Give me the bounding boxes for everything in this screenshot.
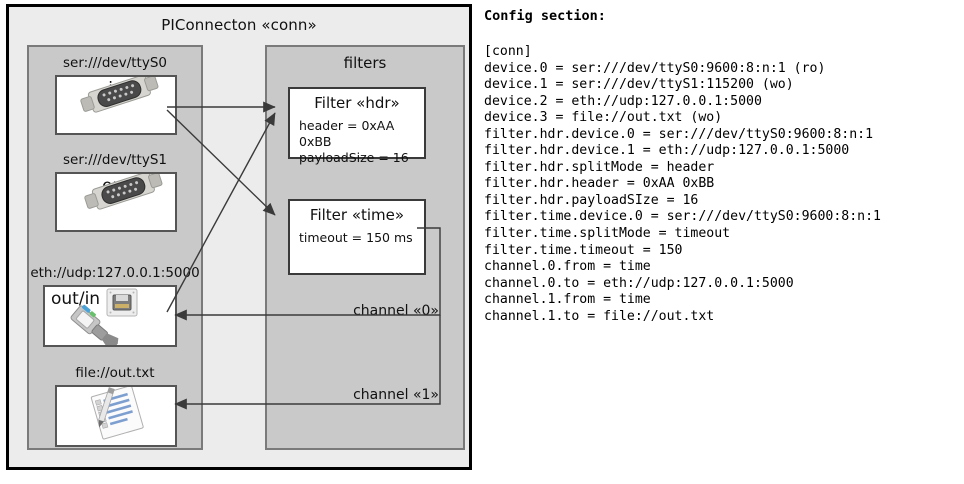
text-document-icon (57, 387, 175, 445)
device-label-eth: eth://udp:127.0.0.1:5000 (30, 265, 200, 281)
config-line: channel.1.to = file://out.txt (484, 308, 715, 324)
device-box-eth[interactable]: out/in (43, 285, 177, 347)
filter-box-hdr[interactable]: Filter «hdr» header = 0xAA 0xBB payloadS… (288, 87, 426, 165)
config-line: device.0 = ser:///dev/ttyS0:9600:8:n:1 (… (484, 60, 826, 76)
device-box-ttyS0[interactable]: in (55, 75, 177, 135)
device-label-ttyS0: ser:///dev/ttyS0 (63, 55, 167, 71)
channel-label-1: channel «1» (353, 387, 439, 403)
config-line: channel.0.from = time (484, 259, 651, 275)
config-panel: Config section: [conn]device.0 = ser:///… (482, 0, 964, 484)
filters-panel: filters Filter «hdr» header = 0xAA 0xBB … (265, 45, 465, 450)
device-label-file: file://out.txt (75, 365, 155, 381)
diagram-title: PIConnecton «conn» (161, 16, 317, 34)
serial-port-icon (57, 77, 175, 133)
device-box-file[interactable]: out (55, 385, 177, 447)
ethernet-plug-icon (45, 287, 175, 345)
device-box-ttyS1[interactable]: out (55, 172, 177, 232)
filter-props-time: timeout = 150 ms (299, 230, 413, 246)
config-text: [conn]device.0 = ser:///dev/ttyS0:9600:8… (484, 44, 881, 325)
config-line: filter.hdr.payloadSIze = 16 (484, 192, 699, 208)
filter-box-time[interactable]: Filter «time» timeout = 150 ms (288, 199, 426, 275)
config-line: filter.hdr.splitMode = header (484, 159, 715, 175)
filter-prop: header = 0xAA 0xBB (299, 118, 395, 149)
config-line: filter.hdr.header = 0xAA 0xBB (484, 176, 715, 192)
config-line: filter.hdr.device.1 = eth://udp:127.0.0.… (484, 143, 850, 159)
config-line: filter.time.device.0 = ser:///dev/ttyS0:… (484, 209, 881, 225)
channel-label-0: channel «0» (353, 303, 439, 319)
device-label-ttyS1: ser:///dev/ttyS1 (63, 152, 167, 168)
devices-panel: ser:///dev/ttyS0 in (27, 45, 203, 450)
filters-panel-title: filters (343, 54, 387, 72)
config-line: filter.time.timeout = 150 (484, 242, 683, 258)
config-line: device.2 = eth://udp:127.0.0.1:5000 (484, 93, 762, 109)
filter-title-time: Filter «time» (309, 206, 405, 224)
config-line: channel.1.from = time (484, 292, 651, 308)
config-line: device.3 = file://out.txt (wo) (484, 110, 723, 126)
config-heading: Config section: (484, 8, 606, 24)
filter-title-hdr: Filter «hdr» (314, 94, 400, 112)
filter-props-hdr: header = 0xAA 0xBB payloadSize = 16 (299, 118, 424, 166)
filter-prop: payloadSize = 16 (299, 150, 409, 165)
piconnecton-container: PIConnecton «conn» ser:///dev/ttyS0 in (6, 4, 472, 470)
config-line: filter.hdr.device.0 = ser:///dev/ttyS0:9… (484, 126, 874, 142)
config-line: channel.0.to = eth://udp:127.0.0.1:5000 (484, 275, 794, 291)
config-line: filter.time.splitMode = timeout (484, 226, 731, 242)
config-line: [conn] (484, 44, 532, 59)
filter-prop: timeout = 150 ms (299, 230, 413, 245)
serial-port-icon (57, 174, 175, 230)
config-line: device.1 = ser:///dev/ttyS1:115200 (wo) (484, 77, 794, 93)
